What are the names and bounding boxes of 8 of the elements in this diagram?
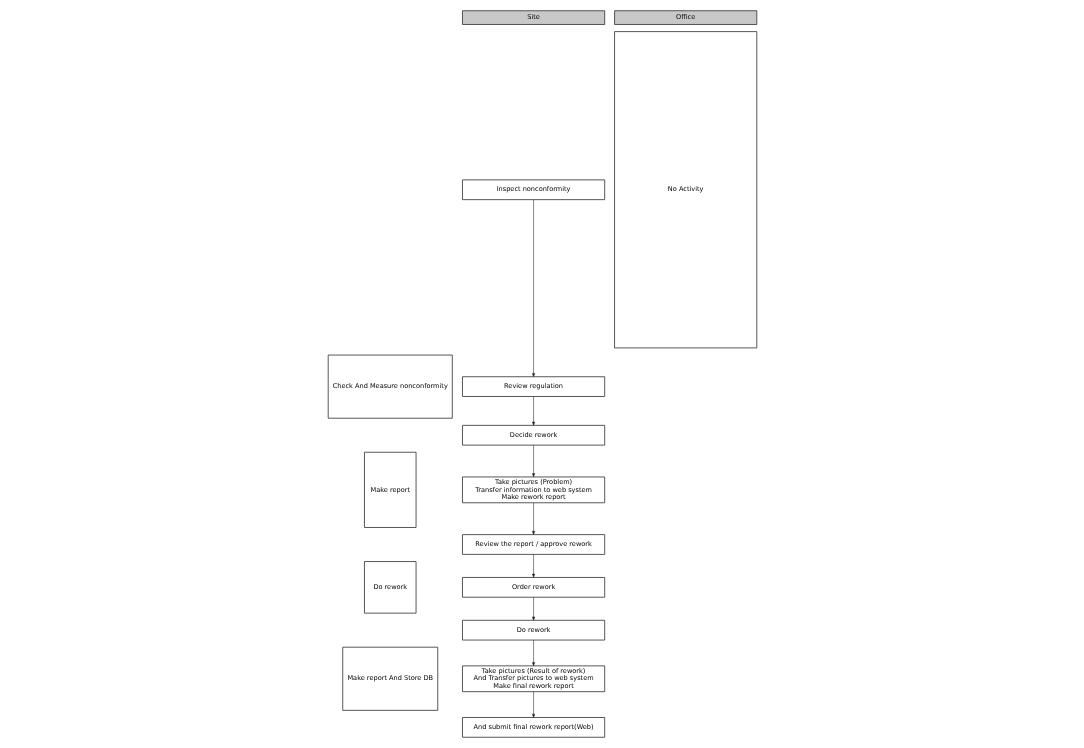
arrow — [531, 502, 535, 535]
arrow — [531, 639, 535, 667]
arrow — [531, 554, 535, 578]
arrow — [531, 445, 535, 478]
arrow — [531, 396, 535, 426]
arrow — [531, 199, 535, 377]
arrow — [531, 597, 535, 621]
arrow — [531, 691, 535, 718]
